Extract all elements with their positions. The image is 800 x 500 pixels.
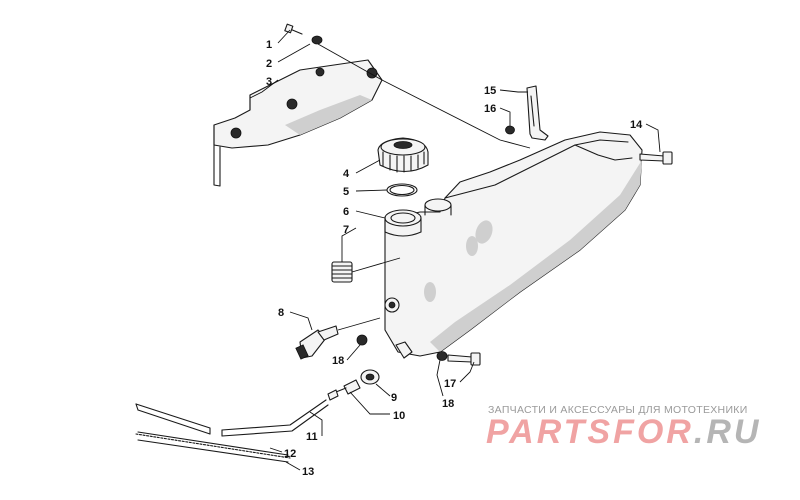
spring-sleeve-12 [135,431,291,463]
callout-13: 13 [302,466,314,478]
washer-18-left [356,334,368,346]
tank-body [384,131,643,359]
valve-8 [295,317,381,360]
washer-16 [505,125,515,135]
callout-1: 1 [266,39,272,51]
callout-18-left: 18 [332,355,344,367]
callout-4: 4 [343,168,350,180]
callout-18-right: 18 [442,398,454,410]
o-ring-5 [386,183,418,197]
bolt-17 [447,352,481,366]
callout-14: 14 [630,119,643,131]
leader-lines [249,29,661,471]
callout-9: 9 [391,392,397,404]
callout-16: 16 [484,103,496,115]
watermark-tagline: ЗАПЧАСТИ И АКСЕССУАРЫ ДЛЯ МОТОТЕХНИКИ [488,404,748,416]
callout-8: 8 [278,307,284,319]
callout-12: 12 [284,448,296,460]
callout-15: 15 [484,85,496,97]
hose-11 [135,399,329,437]
callout-11: 11 [306,431,318,443]
watermark-brand: PARTSFOR.RU [486,413,761,452]
filler-neck-6 [384,209,422,237]
watermark-brand-main: PARTSFOR [486,413,694,451]
callout-10: 10 [393,410,405,422]
callout-2: 2 [266,58,272,70]
callout-5: 5 [343,186,349,198]
callout-7: 7 [343,224,349,236]
bolt-14 [639,151,673,165]
grommet-9 [360,369,380,385]
watermark-brand-suffix: .RU [693,413,762,451]
washer-18-right [436,351,448,361]
screw-1 [284,23,303,35]
callout-3: 3 [266,76,272,88]
callout-17: 17 [444,378,456,390]
bracket-15 [526,85,549,141]
washer-2 [311,35,323,45]
fitting-10 [327,379,361,401]
heat-shield [213,59,383,187]
strainer-7 [331,257,401,283]
tank-cap-4 [377,137,429,173]
callout-6: 6 [343,206,349,218]
